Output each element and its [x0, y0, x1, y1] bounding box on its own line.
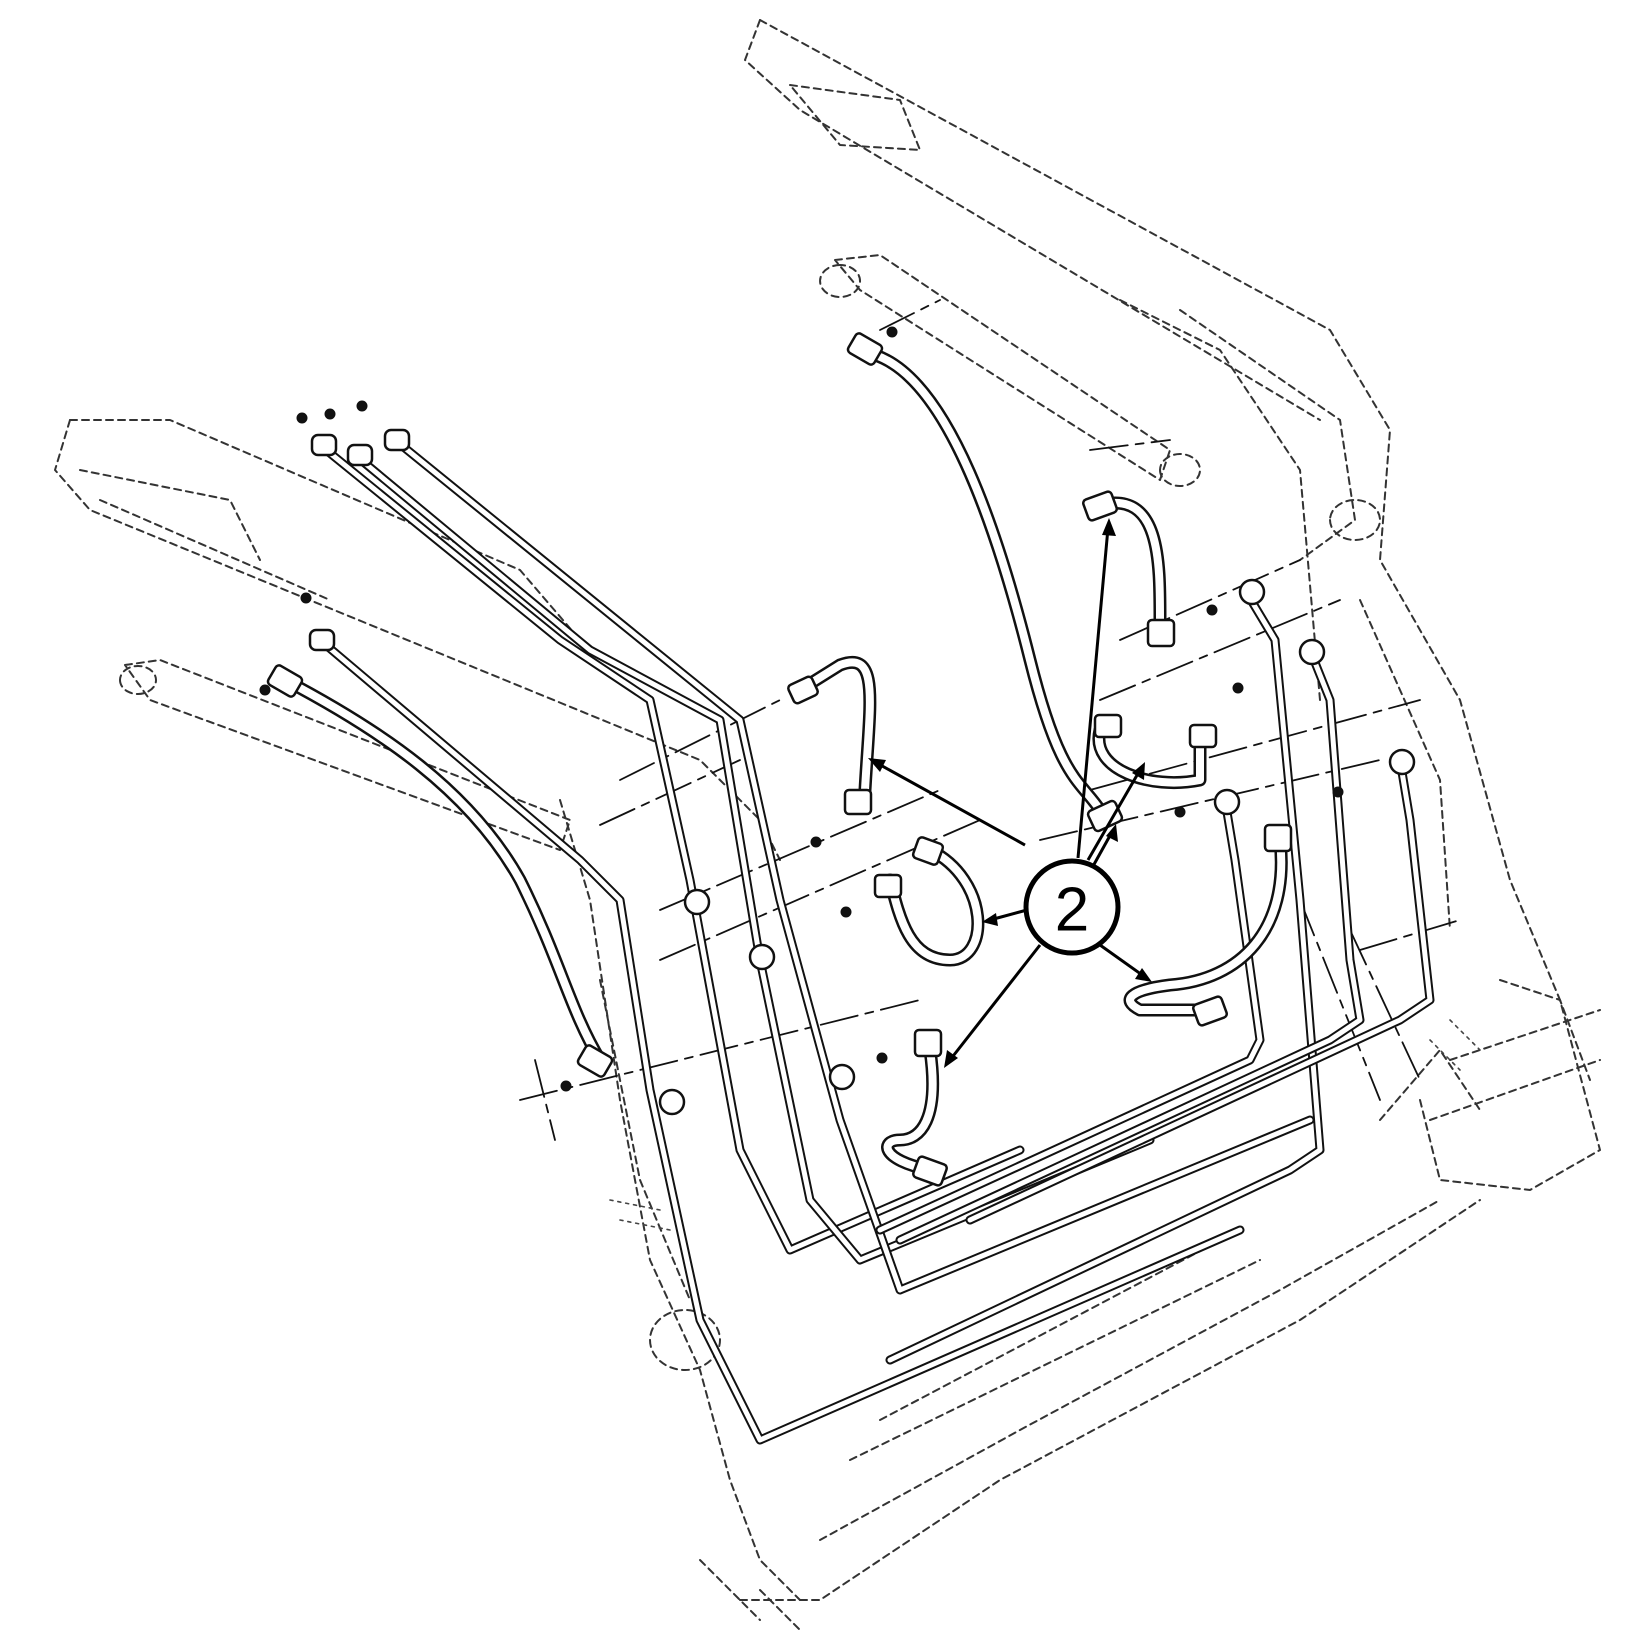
callout-circle: [1023, 858, 1121, 956]
hydraulic-hoses: [278, 348, 1288, 1177]
callout-leaders: [868, 518, 1152, 1068]
fittings: [266, 332, 1416, 1187]
o-rings: [259, 326, 1344, 1092]
assembly-centerlines: [519, 299, 1461, 1141]
callout-number: 2: [1055, 876, 1089, 945]
callout-bubble: 2: [1023, 858, 1121, 956]
loader-frame-phantom: [54, 19, 1601, 1631]
steel-tube-bundle-right: [875, 585, 1435, 1365]
